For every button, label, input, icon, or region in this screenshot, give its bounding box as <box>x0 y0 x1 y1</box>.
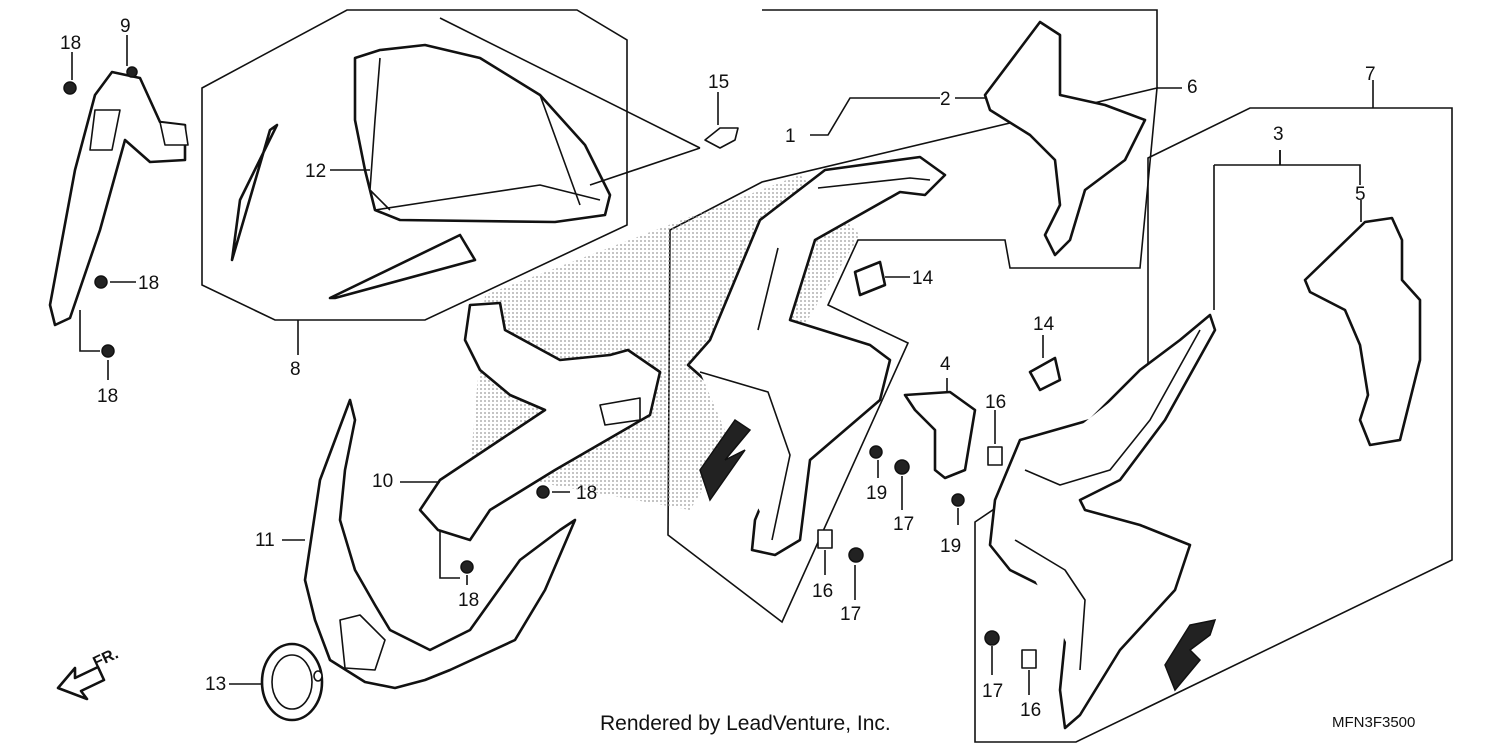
callout-14b: 14 <box>1033 314 1055 335</box>
callout-16b: 16 <box>812 581 833 602</box>
part-14-grommet-upper <box>853 260 887 297</box>
part-8-decal-a <box>230 123 279 262</box>
part-6-side-panel <box>983 20 1147 257</box>
part-9-bracket <box>48 70 189 327</box>
callout-5: 5 <box>1355 184 1366 205</box>
part-16-nut-a <box>987 446 1003 466</box>
callout-11: 11 <box>255 530 275 551</box>
credit-text: Rendered by LeadVenture, Inc. <box>600 712 891 735</box>
callout-16a: 16 <box>985 392 1006 413</box>
callout-4: 4 <box>940 354 951 375</box>
group-1-leader <box>810 97 985 136</box>
part-19-screw-b <box>951 493 965 507</box>
callout-3: 3 <box>1273 124 1284 145</box>
part-12-windscreen <box>353 43 612 224</box>
callout-13: 13 <box>205 674 226 695</box>
part-18-screw-a <box>63 81 77 95</box>
part-16-nut-b <box>817 529 833 549</box>
part-5-side-panel <box>1303 216 1422 447</box>
part-19-screw-a <box>869 445 883 459</box>
callout-18e: 18 <box>458 590 479 611</box>
callout-17c: 17 <box>982 681 1003 702</box>
callout-15: 15 <box>708 72 729 93</box>
callout-17b: 17 <box>840 604 861 625</box>
part-18-screw-b <box>94 275 108 289</box>
direction-label: FR. <box>91 645 122 671</box>
callout-18a: 18 <box>60 33 81 54</box>
part-18-screw-d <box>536 485 550 499</box>
callout-19a: 19 <box>866 483 887 504</box>
callout-17a: 17 <box>893 514 914 535</box>
leader-lines <box>71 17 1362 695</box>
diagram-code: MFN3F3500 <box>1332 714 1415 731</box>
part-4-bracket <box>903 390 977 480</box>
callout-16c: 16 <box>1020 700 1041 721</box>
part-17-screw-c <box>984 630 1000 646</box>
part-16-nut-c <box>1021 649 1037 669</box>
part-18-screw-e <box>460 560 474 574</box>
part-14-grommet-lower <box>1028 356 1062 392</box>
callout-14a: 14 <box>912 268 934 289</box>
front-direction-arrow: FR. <box>56 645 122 701</box>
part-18-screw-c <box>101 344 115 358</box>
callout-8: 8 <box>290 359 301 380</box>
callout-18b: 18 <box>138 273 159 294</box>
part-3-side-panel <box>988 313 1217 730</box>
callout-18d: 18 <box>576 483 597 504</box>
part-17-screw-a <box>894 459 910 475</box>
callout-19b: 19 <box>940 536 961 557</box>
callout-7: 7 <box>1365 64 1376 85</box>
callout-9: 9 <box>120 16 131 37</box>
callout-10: 10 <box>372 471 393 492</box>
part-10-panel <box>418 301 662 542</box>
part-11-cowl <box>303 398 577 690</box>
callout-2: 2 <box>940 89 951 110</box>
part-17-screw-b <box>848 547 864 563</box>
callout-12: 12 <box>305 161 326 182</box>
part-13-ring <box>260 642 324 722</box>
callout-6: 6 <box>1187 77 1198 98</box>
part-9-clip <box>126 66 138 78</box>
callout-1: 1 <box>785 126 796 147</box>
group-8-boundary <box>201 9 628 321</box>
part-8-decal-b <box>328 233 477 300</box>
callout-18c: 18 <box>97 386 118 407</box>
part-1-frame <box>686 155 947 557</box>
part-15-bolt <box>704 127 739 149</box>
